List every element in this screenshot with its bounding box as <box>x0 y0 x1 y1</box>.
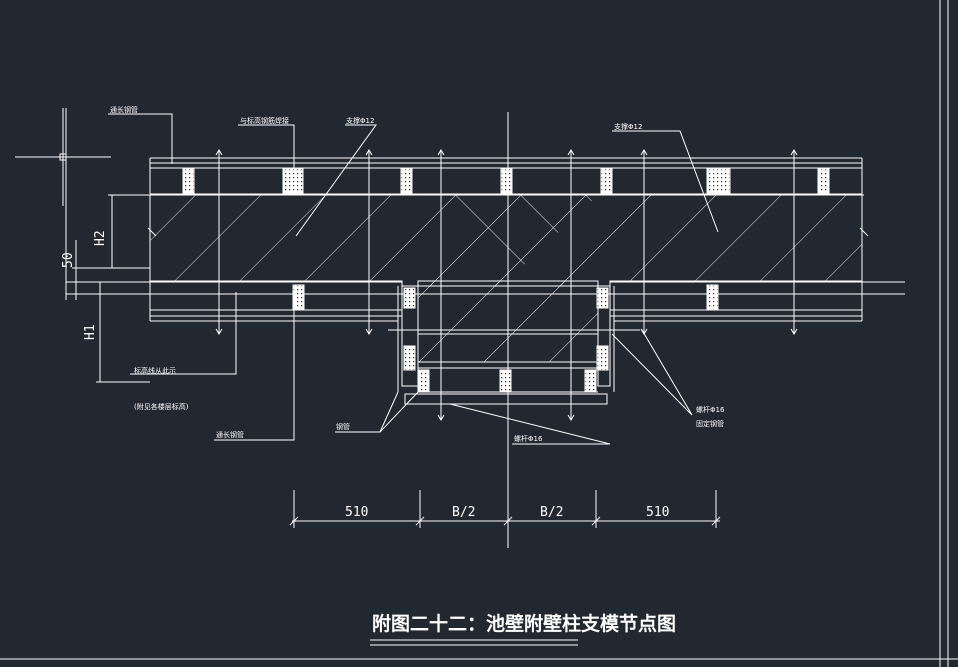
label-top-left: 通长钢管 <box>110 105 138 114</box>
dim-510-right: 510 <box>646 505 669 520</box>
drawing-title: 附图二十二：池壁附壁柱支模节点图 <box>372 612 676 635</box>
dim-50: 50 <box>61 252 76 268</box>
top-formwork <box>148 157 864 196</box>
dim-510-left: 510 <box>345 505 368 520</box>
label-bottom-left: 通长钢管 <box>216 430 244 439</box>
label-top-mid: 与标高钢筋焊接 <box>240 116 289 125</box>
left-height-dims <box>65 108 869 383</box>
concrete-wall <box>149 194 863 363</box>
dim-b2-left: B/2 <box>452 505 475 520</box>
top-bolts <box>215 149 798 290</box>
dim-h2: H2 <box>93 230 108 246</box>
bottom-dim-line <box>289 490 721 528</box>
leader-lines <box>108 113 719 445</box>
dim-b2-right: B/2 <box>540 505 563 520</box>
lower-timber-blocks <box>292 284 719 393</box>
label-steel-pipe: 钢管 <box>336 422 350 431</box>
label-mid-left-1: 标高线从此示 <box>134 366 176 375</box>
label-bolt-bottom: 螺杆Φ16 <box>514 434 543 443</box>
label-bolt-right-2: 固定钢管 <box>696 419 724 428</box>
label-bolt-right-1: 螺杆Φ16 <box>696 405 725 414</box>
dim-h1: H1 <box>83 324 98 340</box>
label-brace-right: 支撑Φ12 <box>614 122 642 131</box>
title-underline <box>370 639 578 646</box>
label-brace-left: 支撑Φ12 <box>346 116 374 125</box>
crosshair-cursor-icon <box>15 108 111 206</box>
top-timber-blocks <box>182 168 830 194</box>
label-mid-left-2: (附见各楼层标高) <box>134 402 189 411</box>
